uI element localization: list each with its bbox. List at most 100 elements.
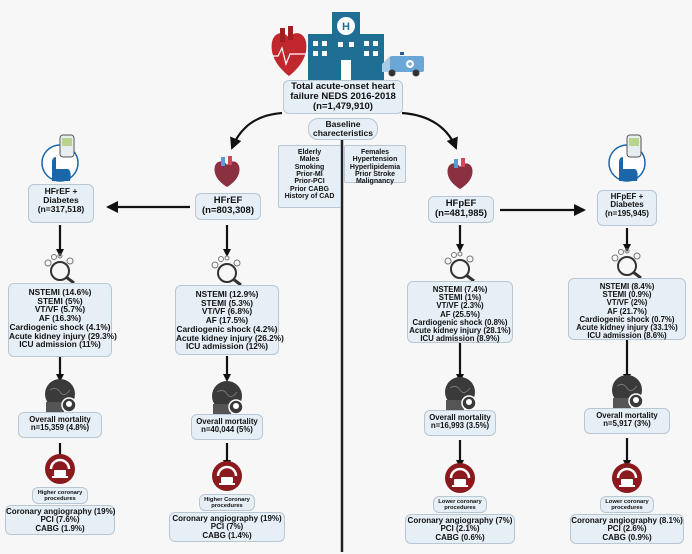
procedure-label-line: Higher Coronary bbox=[204, 497, 250, 503]
group-title-hfpef-diabetes: HFpEF + Diabetes (n=195,945) bbox=[597, 190, 657, 226]
outcome-item: AF (25.5%) bbox=[440, 309, 480, 319]
title-line: Total acute-onset heart bbox=[291, 81, 395, 92]
outcome-item: NSTEMI (7.4%) bbox=[432, 285, 488, 294]
mortality-line: Overall mortality bbox=[429, 413, 491, 422]
procedure-item: Coronary angiography (8.1%) bbox=[571, 516, 683, 525]
group-title-line: (n=195,945) bbox=[605, 208, 649, 218]
procedure-item: PCI (2.6%) bbox=[607, 524, 647, 534]
mortality-line: n=15,359 (4.8%) bbox=[30, 423, 90, 433]
heart-icon bbox=[447, 158, 473, 189]
outcome-item: ICU admission (8.6%) bbox=[587, 331, 667, 341]
mortality-line: Overall mortality bbox=[196, 417, 258, 426]
procedure-label-line: Lower coronary bbox=[438, 499, 482, 505]
mortality-line: n=40,044 (5%) bbox=[201, 425, 253, 435]
title-line: failure NEDS 2016-2018 bbox=[290, 90, 396, 102]
procedures-box: Coronary angiography (19%)PCI (7%)CABG (… bbox=[169, 512, 285, 542]
procedure-item: CABG (0.9%) bbox=[602, 532, 652, 542]
group-title-hfref-diabetes: HFrEF + Diabetes (n=317,518) bbox=[28, 184, 94, 223]
outcome-item: NSTEMI (8.4%) bbox=[599, 282, 655, 291]
baseline-item: Hypertension bbox=[352, 156, 398, 164]
hospital-icon: H bbox=[308, 12, 384, 80]
svg-text:H: H bbox=[342, 21, 350, 33]
mortality-line: Overall mortality bbox=[29, 415, 91, 424]
ambulance-icon bbox=[382, 52, 424, 77]
magnifier-icon bbox=[611, 248, 642, 280]
baseline-item: Smoking bbox=[294, 163, 325, 171]
group-title-line: (n=803,308) bbox=[201, 204, 255, 216]
group-title-hfref: HFrEF (n=803,308) bbox=[195, 193, 261, 220]
coronary-procedure-icon bbox=[212, 461, 242, 491]
baseline-item: Prior-PCI bbox=[294, 178, 325, 186]
group-title-line: HFrEF bbox=[213, 195, 243, 206]
outcome-item: Cardiogenic shock (4.1%) bbox=[9, 321, 111, 332]
outcome-item: AF (21.7%) bbox=[607, 306, 647, 316]
outcome-item: STEMI (1%) bbox=[438, 293, 482, 303]
mortality-icon bbox=[612, 375, 644, 409]
baseline-item: Males bbox=[299, 156, 320, 164]
group-title-line: (n=481,985) bbox=[434, 207, 488, 219]
baseline-item: History of CAD bbox=[284, 193, 335, 201]
mortality-icon bbox=[45, 379, 77, 413]
mortality-line: n=16,993 (3.5%) bbox=[430, 421, 490, 431]
outcome-item: ICU admission (11%) bbox=[19, 339, 101, 350]
procedures-box: Coronary angiography (8.1%)PCI (2.6%)CAB… bbox=[570, 514, 684, 544]
mortality-icon bbox=[212, 381, 244, 415]
baseline-label-line: Baseline bbox=[325, 119, 361, 129]
outcome-item: STEMI (0.9%) bbox=[602, 290, 652, 300]
outcome-item: AF (17.5%) bbox=[205, 315, 249, 326]
coronary-procedure-icon bbox=[612, 463, 642, 493]
procedure-item: PCI (2.1%) bbox=[440, 524, 480, 534]
outcomes-box: NSTEMI (14.6%)STEMI (5%)VT/VF (5.7%)AF (… bbox=[8, 283, 117, 357]
baseline-label-line: charecteristics bbox=[312, 127, 373, 138]
procedure-item: Coronary angiography (19%) bbox=[172, 514, 282, 523]
procedures-box: Coronary angiography (19%)PCI (7.6%)CABG… bbox=[5, 505, 115, 535]
procedure-item: CABG (1.4%) bbox=[202, 530, 252, 540]
magnifier-icon bbox=[444, 251, 475, 283]
baseline-item: Prior CABG bbox=[290, 185, 329, 193]
outcome-item: NSTEMI (12.9%) bbox=[195, 289, 259, 299]
glucose-meter-icon bbox=[41, 134, 79, 182]
outcome-item: ICU admission (8.9%) bbox=[420, 334, 500, 344]
outcome-item: STEMI (5.3%) bbox=[200, 297, 254, 308]
baseline-item: Prior-MI bbox=[296, 171, 323, 179]
total-population-box: Total acute-onset heart failure NEDS 201… bbox=[283, 80, 403, 114]
outcomes-box: NSTEMI (7.4%)STEMI (1%)VT/VF (2.3%)AF (2… bbox=[407, 281, 513, 343]
group-title-line: (n=317,518) bbox=[37, 203, 85, 214]
mortality-icon bbox=[445, 377, 477, 411]
baseline-label: Baseline charecteristics bbox=[308, 118, 378, 140]
baseline-item: Hyperlipidemia bbox=[349, 163, 401, 171]
glucose-meter-icon bbox=[608, 134, 646, 182]
outcome-item: NSTEMI (14.6%) bbox=[28, 287, 92, 297]
procedure-item: Coronary angiography (7%) bbox=[407, 516, 513, 525]
baseline-item: Elderly bbox=[297, 149, 322, 156]
procedure-label-line: procedures bbox=[444, 505, 476, 512]
group-title-line: HFpEF bbox=[445, 198, 477, 209]
outcome-item: VT/VF (2.3%) bbox=[436, 301, 484, 311]
outcome-item: Acute kidney injury (28.1%) bbox=[409, 325, 511, 335]
procedure-item: Coronary angiography (19%) bbox=[6, 507, 116, 516]
arrow-to-hfpef bbox=[401, 111, 458, 150]
baseline-item: Prior Stroke bbox=[354, 171, 396, 179]
group-title-line: Diabetes bbox=[610, 200, 644, 210]
procedures-box: Coronary angiography (7%)PCI (2.1%)CABG … bbox=[405, 514, 515, 544]
procedure-label-line: Higher coronary bbox=[37, 490, 83, 496]
procedure-item: PCI (7.6%) bbox=[40, 515, 80, 525]
outcome-item: STEMI (5%) bbox=[37, 295, 83, 306]
outcomes-box: NSTEMI (12.9%)STEMI (5.3%)VT/VF (6.8%)AF… bbox=[175, 285, 284, 355]
procedure-item: CABG (1.9%) bbox=[35, 523, 85, 533]
baseline-item: Females bbox=[360, 149, 390, 156]
outcome-item: VT/VF (2%) bbox=[606, 298, 648, 308]
magnifier-icon bbox=[211, 255, 242, 287]
group-title-hfpef: HFpEF (n=481,985) bbox=[428, 196, 494, 223]
group-title-line: HFrEF + bbox=[44, 186, 78, 196]
procedure-label-line: procedures bbox=[211, 503, 243, 510]
